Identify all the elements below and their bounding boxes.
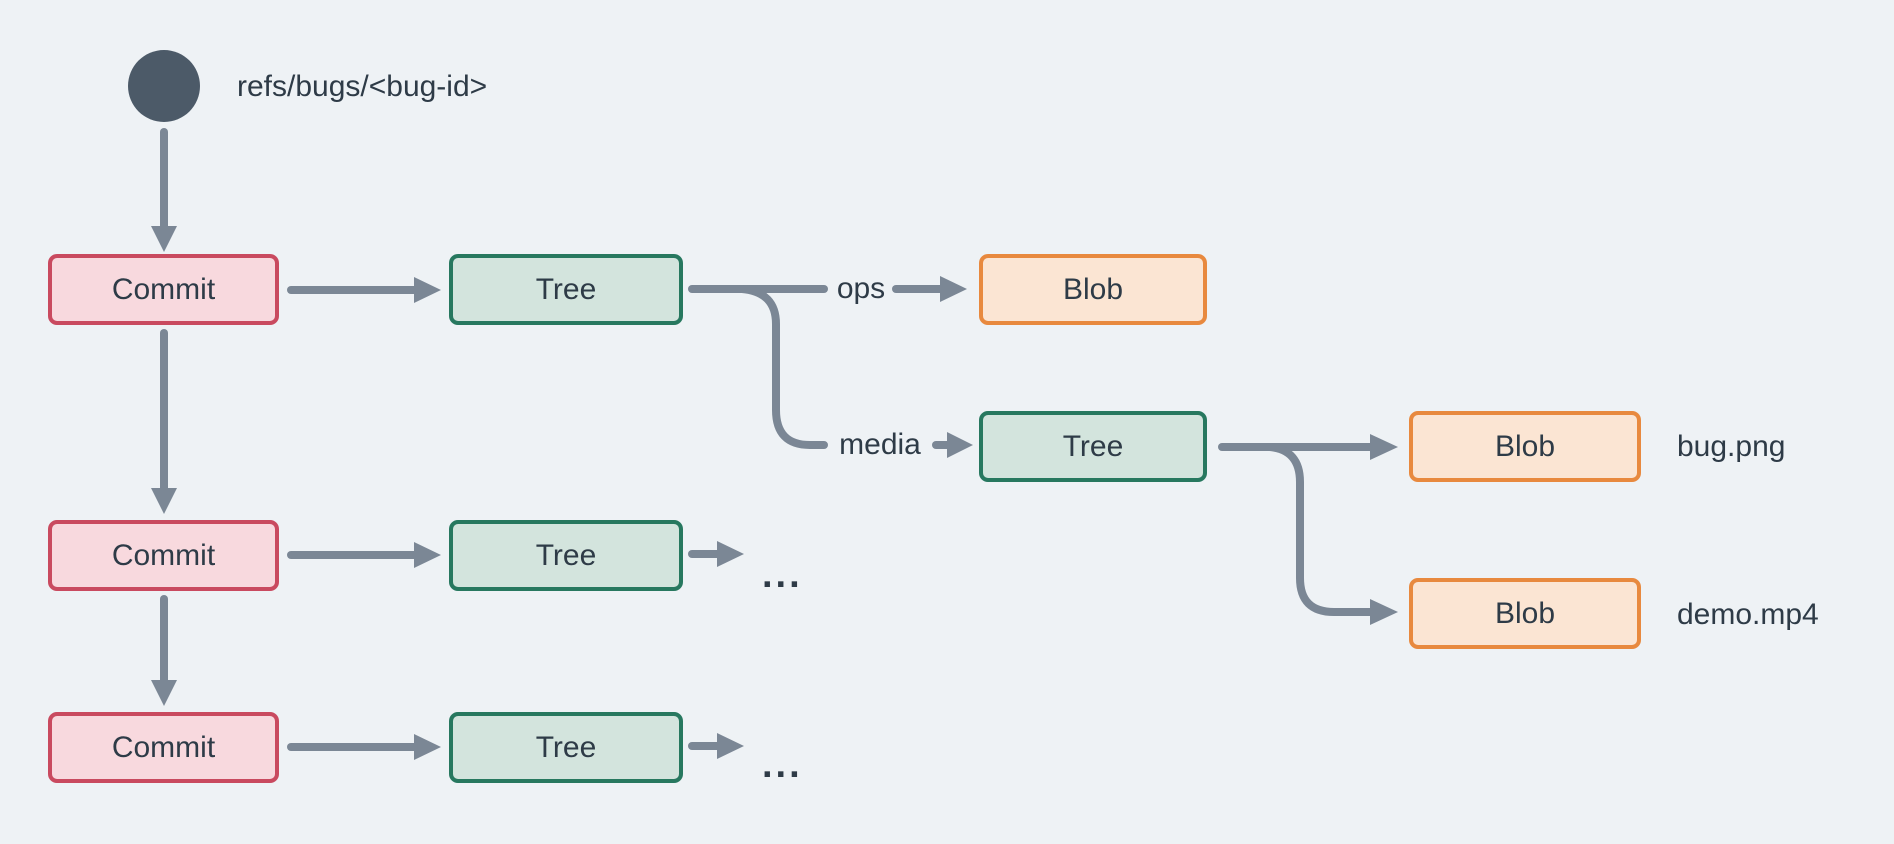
arrowhead-commit1-to-tree1 xyxy=(414,277,441,303)
arrowhead-tree3-to-more xyxy=(717,733,744,759)
commit-node-3: Commit xyxy=(48,712,279,783)
tree-node-3: Tree xyxy=(449,712,683,783)
file-label-bug-png: bug.png xyxy=(1677,430,1786,463)
arrowhead-ref-to-commit1 xyxy=(151,226,177,252)
tree-node-1: Tree xyxy=(449,254,683,325)
file-label-demo-mp4: demo.mp4 xyxy=(1677,598,1819,631)
blob-node-ops: Blob xyxy=(979,254,1207,325)
blob-node-demo: Blob xyxy=(1409,578,1641,649)
arrowhead-tree2-to-more xyxy=(717,541,744,567)
ref-label: refs/bugs/<bug-id> xyxy=(237,70,488,103)
ops-edge-label: ops xyxy=(836,272,886,305)
edge-tree1-to-media xyxy=(738,285,828,449)
arrowhead-commit2-to-commit3 xyxy=(151,680,177,706)
arrowhead-commit2-to-tree2 xyxy=(414,542,441,568)
edge-mediatree-to-blob-demo xyxy=(1266,443,1374,616)
ref-dot-icon xyxy=(128,50,200,122)
commit-node-1: Commit xyxy=(48,254,279,325)
ellipsis-row-3: ... xyxy=(762,744,803,786)
blob-node-bug: Blob xyxy=(1409,411,1641,482)
arrowhead-media-to-tree xyxy=(947,432,973,458)
ellipsis-row-2: ... xyxy=(762,554,803,596)
arrowhead-commit3-to-tree3 xyxy=(414,734,441,760)
media-edge-label: media xyxy=(839,428,921,461)
arrowhead-mediatree-to-blob-demo xyxy=(1370,599,1398,625)
arrowhead-commit1-to-commit2 xyxy=(151,488,177,514)
arrowhead-mediatree-to-blob-bug xyxy=(1370,434,1398,460)
commit-node-2: Commit xyxy=(48,520,279,591)
tree-node-2: Tree xyxy=(449,520,683,591)
tree-node-media: Tree xyxy=(979,411,1207,482)
arrowhead-ops-to-blob xyxy=(940,276,967,302)
